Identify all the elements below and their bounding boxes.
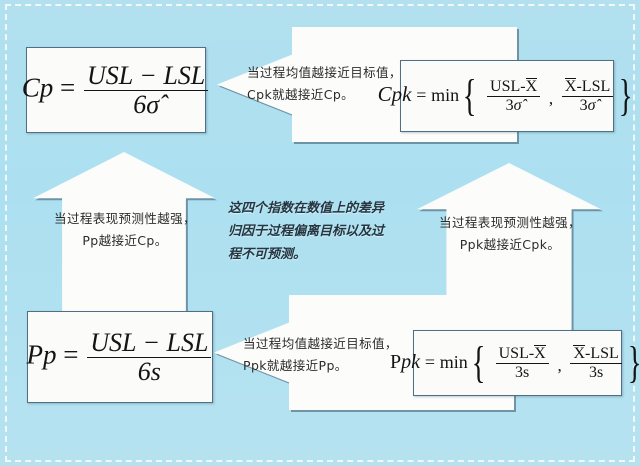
formula-pp-numerator: USL − LSL: [90, 327, 209, 357]
formula-cpk-term2-denominator: 3σ̂: [561, 96, 614, 115]
formula-ppk-open-brace: {: [471, 338, 486, 388]
formula-cpk-term1-denominator: 3σ̂: [487, 96, 541, 115]
formula-pp-lhs: Pp: [26, 339, 57, 370]
formula-ppk-min-operator: min: [439, 351, 468, 372]
formula-cp: Cp = USL − LSL 6σ̂: [21, 60, 210, 119]
formula-pp-fraction: USL − LSL 6s: [87, 327, 212, 386]
formula-cpk-term1-num-b: X: [525, 77, 538, 95]
formula-pp-equals: =: [63, 339, 79, 370]
formula-cp-denominator-symbol: σ̂: [146, 89, 160, 119]
formula-pp-denominator-digit: 6: [137, 356, 151, 386]
formula-cpk-term2-num-a: X: [564, 77, 577, 95]
formula-cpk-open-brace: {: [462, 71, 477, 121]
formula-box-ppk: Ppk = min{ USL-X 3s , X-LSL 3s }: [390, 330, 640, 396]
formula-ppk-term1-denominator: 3s: [495, 363, 549, 382]
formula-ppk-term2-num-a: X: [573, 344, 586, 362]
formula-cpk-close-brace: }: [618, 71, 633, 121]
formula-cpk-term1-numerator: USL-X: [487, 77, 540, 97]
formula-cpk-term1: USL-X 3σ̂: [487, 77, 541, 115]
formula-cpk-term2: X-LSL 3σ̂: [561, 77, 614, 115]
formula-pp-denominator: 6s: [87, 356, 212, 386]
formula-cpk-min-operator: min: [431, 84, 460, 105]
formula-cpk-term1-num-a: USL-: [490, 77, 526, 95]
formula-ppk-close-brace: }: [627, 338, 640, 388]
center-explanation-note: 这四个指数在数值上的差异归因于过程偏离目标以及过程不可预测。: [228, 201, 385, 262]
formula-ppk-term2-den-symbol: s: [597, 364, 604, 382]
formula-cp-fraction: USL − LSL 6σ̂: [84, 60, 209, 119]
formula-box-cpk: Cpk = min{ USL-X 3σ̂ , X-LSL 3σ̂ }: [378, 60, 633, 132]
formula-ppk-term1-num-a: USL-: [498, 344, 535, 362]
formula-ppk-term2-num-b: -LSL: [585, 344, 619, 362]
formula-cpk-term1-den-digit: 3: [505, 97, 514, 115]
formula-cpk-term2-numerator: X-LSL: [562, 77, 613, 97]
formula-cpk-term2-num-b: -LSL: [576, 77, 611, 95]
formula-ppk-term1: USL-X 3s: [495, 344, 549, 382]
formula-ppk: Ppk = min{ USL-X 3s , X-LSL 3s }: [390, 338, 640, 388]
formula-cp-numerator: USL − LSL: [87, 60, 206, 90]
formula-ppk-term1-num-b: X: [534, 344, 546, 362]
formula-ppk-term2-numerator: X-LSL: [570, 344, 621, 364]
formula-pp: Pp = USL − LSL 6s: [26, 327, 214, 386]
formula-cp-denominator: 6σ̂: [84, 89, 209, 119]
formula-pp-denominator-symbol: s: [150, 356, 161, 386]
formula-ppk-term1-numerator: USL-X: [496, 344, 549, 364]
formula-ppk-term2: X-LSL 3s: [570, 344, 622, 382]
formula-ppk-separator: ,: [557, 356, 562, 376]
formula-box-pp: Pp = USL − LSL 6s: [27, 311, 213, 403]
formula-ppk-term1-den-digit: 3: [515, 364, 524, 382]
formula-ppk-lhs-italic: pk: [401, 350, 421, 373]
formula-cpk-term1-den-symbol: σ̂: [513, 97, 522, 115]
formula-cpk-lhs-normal: C: [377, 81, 392, 106]
formula-ppk-term2-den-digit: 3: [589, 364, 598, 382]
formula-ppk-lhs-normal: P: [390, 350, 402, 373]
formula-cpk-separator: ,: [548, 89, 554, 109]
formula-cp-lhs: Cp: [21, 72, 54, 103]
formula-ppk-equals: =: [424, 351, 435, 372]
formula-cpk-equals: =: [416, 84, 427, 105]
formula-cp-denominator-digit: 6: [133, 89, 147, 119]
formula-cp-equals: =: [60, 72, 76, 103]
formula-ppk-term2-denominator: 3s: [570, 363, 622, 382]
formula-box-cp: Cp = USL − LSL 6σ̂: [22, 47, 209, 133]
formula-cpk-lhs-italic: pk: [391, 81, 412, 106]
formula-ppk-term1-den-symbol: s: [523, 364, 530, 382]
formula-cpk: Cpk = min{ USL-X 3σ̂ , X-LSL 3σ̂ }: [377, 71, 637, 121]
formula-cpk-term2-den-digit: 3: [579, 97, 588, 115]
formula-cpk-term2-den-symbol: σ̂: [587, 97, 596, 115]
